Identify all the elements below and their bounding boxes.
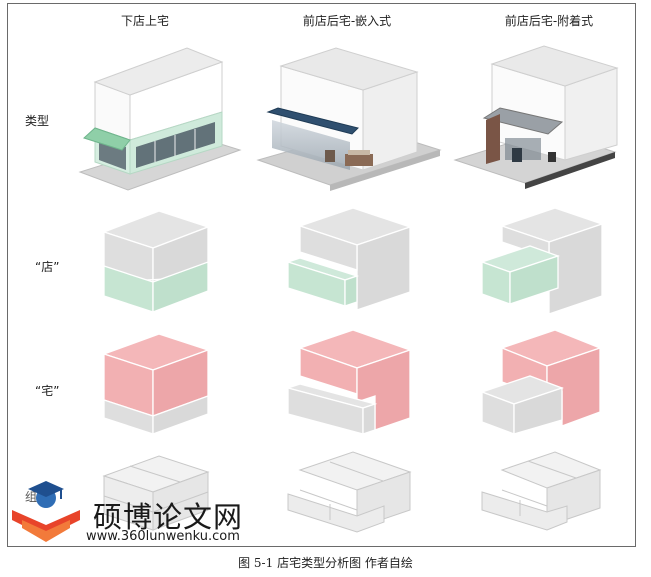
type-building-1	[78, 47, 242, 191]
column-title-3: 前店后宅-附着式	[504, 14, 594, 28]
watermark-text: 硕博论文网	[93, 500, 244, 534]
house-diagram-3	[480, 329, 602, 435]
combination-diagram-2	[287, 451, 412, 533]
type-building-2	[256, 47, 442, 191]
house-diagram-2	[285, 329, 412, 435]
combination-diagram-1	[102, 455, 210, 531]
watermark-url: www.360lunwenku.com	[86, 529, 240, 544]
row-label-type: 类型	[25, 114, 50, 128]
column-title-1: 下店上宅	[120, 14, 169, 28]
figure-caption: 图 5-1 店宅类型分析图 作者自绘	[238, 556, 413, 570]
combination-diagram-3	[481, 451, 602, 531]
row-label-shop: “店”	[35, 260, 60, 274]
watermark-logo-icon	[12, 481, 80, 542]
column-title-2: 前店后宅-嵌入式	[302, 14, 392, 28]
shop-diagram-3	[480, 207, 605, 315]
house-diagram-1	[102, 333, 210, 435]
shop-diagram-1	[102, 210, 210, 313]
shop-diagram-2	[285, 207, 413, 311]
row-label-house: “宅”	[35, 384, 60, 398]
type-building-3	[453, 45, 619, 189]
